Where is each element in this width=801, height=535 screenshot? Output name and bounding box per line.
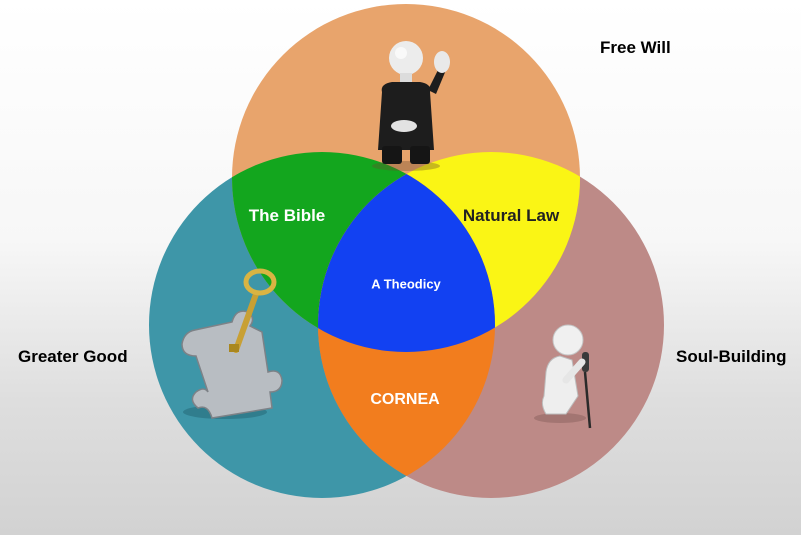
the-bible-label: The Bible — [248, 206, 326, 225]
free-will-label: Free Will — [600, 38, 671, 57]
kneeling-figure-with-microphone-icon — [534, 324, 592, 429]
figure-with-crossed-fingers-icon — [372, 41, 450, 171]
a-theodicy-label: A Theodicy — [371, 276, 441, 292]
soul-building-label: Soul-Building — [676, 347, 787, 366]
greater-good-label: Greater Good — [18, 347, 128, 366]
puzzle-piece-with-key-icon — [181, 268, 283, 419]
cornea-label: CORNEA — [370, 391, 440, 408]
theodicy-center — [318, 152, 495, 352]
natural-law-label: Natural Law — [462, 206, 560, 225]
